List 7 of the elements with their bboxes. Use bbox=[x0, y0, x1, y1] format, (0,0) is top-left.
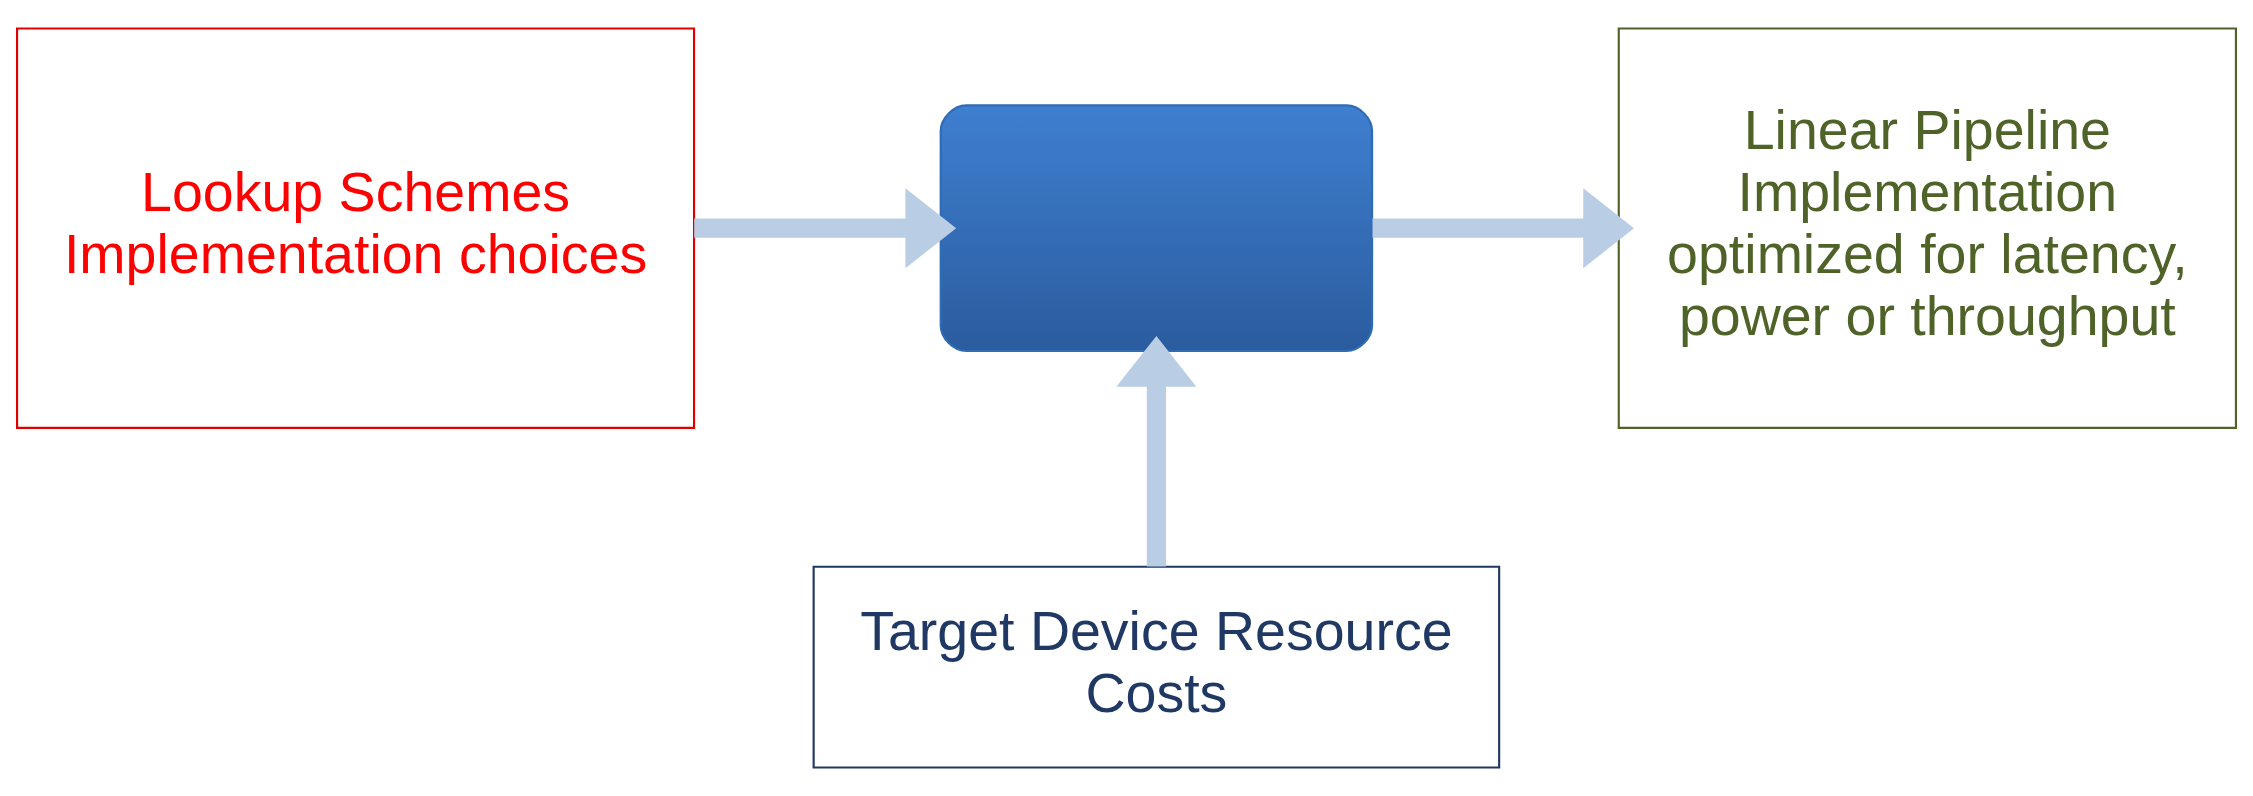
arrow bbox=[1116, 335, 1197, 567]
node-box: Target Device Resource Costs bbox=[812, 565, 1501, 769]
node-box: Linear Pipeline Implementation optimized for latency, power or throughput bbox=[1617, 27, 2237, 429]
arrow bbox=[1372, 188, 1634, 269]
node-box bbox=[939, 104, 1374, 353]
node-box: Lookup Schemes Implementation choices bbox=[16, 27, 696, 429]
arrow bbox=[694, 188, 957, 269]
